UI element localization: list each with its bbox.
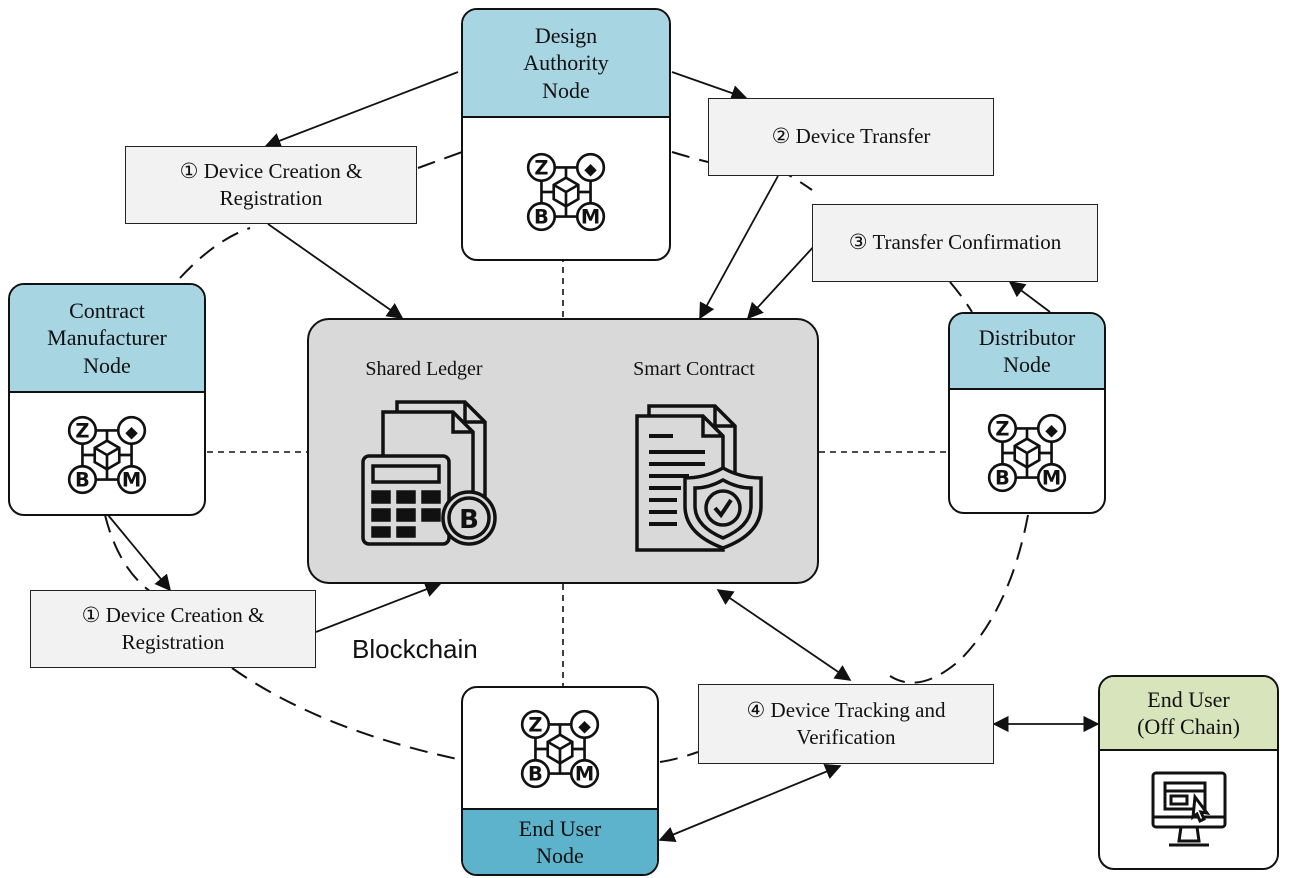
end-user-node: End User Node xyxy=(461,686,659,876)
node-title: End User (Off Chain) xyxy=(1100,677,1277,751)
design-authority-node: Design Authority Node xyxy=(461,8,671,261)
distributor-node: Distributor Node xyxy=(948,312,1106,514)
step-creation-registration-bottom: ① Device Creation & Registration xyxy=(30,590,316,668)
crypto-network-icon xyxy=(463,694,657,804)
crypto-network-icon xyxy=(950,394,1104,512)
svg-text:B: B xyxy=(459,505,479,535)
end-user-offchain-node: End User (Off Chain) xyxy=(1098,675,1279,870)
step-device-tracking-verification: ④ Device Tracking and Verification xyxy=(698,684,994,764)
node-title: Distributor Node xyxy=(950,314,1104,390)
smart-contract-title: Smart Contract xyxy=(633,358,755,380)
blockchain-label: Blockchain xyxy=(352,634,478,664)
node-title: Contract Manufacturer Node xyxy=(10,285,204,393)
crypto-network-icon xyxy=(463,128,669,256)
crypto-network-icon xyxy=(10,395,204,514)
computer-monitor-cursor-icon xyxy=(1100,757,1277,867)
blockchain-ledger: Shared Ledger Smart Contract B xyxy=(307,318,819,584)
contract-shield-check-icon xyxy=(629,402,769,557)
contract-manufacturer-node: Contract Manufacturer Node xyxy=(8,283,206,516)
flow-arrows xyxy=(107,71,1100,842)
shared-ledger-title: Shared Ledger xyxy=(365,358,483,380)
node-title: End User Node xyxy=(463,808,657,874)
node-title: Design Authority Node xyxy=(463,10,669,118)
step-device-transfer: ② Device Transfer xyxy=(708,98,994,176)
step-transfer-confirmation: ③ Transfer Confirmation xyxy=(812,204,1098,282)
ledger-calculator-bitcoin-icon: B xyxy=(357,398,509,553)
step-creation-registration-top: ① Device Creation & Registration xyxy=(125,146,417,224)
